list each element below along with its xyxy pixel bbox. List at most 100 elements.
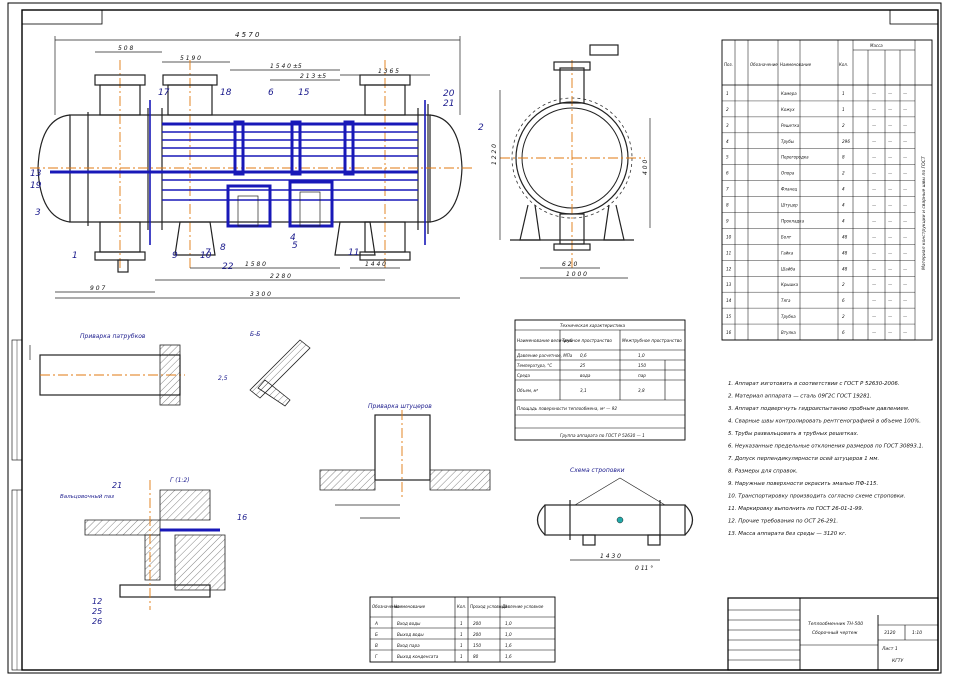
tech-spec-header-left: Наименование величины: [517, 338, 573, 343]
right-table-row-dash: —: [888, 218, 893, 223]
tech-spec-row-tube: 25: [580, 363, 586, 368]
side-dim: 4 0 0: [642, 160, 649, 175]
callout-11: 11: [348, 248, 359, 258]
right-table-row-dash: —: [872, 107, 877, 112]
nozzle-table-cell: Б: [375, 632, 378, 637]
nozzle-table-cell: 1,6: [505, 654, 512, 659]
detail-g-note: Вальцовочный паз: [60, 494, 114, 500]
nozzle-table-header: Давление условное: [501, 604, 544, 609]
callout-20: 20: [443, 89, 455, 99]
right-table-row-dash: —: [888, 123, 893, 128]
side-width: 1 0 0 0: [566, 271, 587, 278]
detail-nozzle-title: Приварка штуцеров: [368, 403, 432, 410]
tech-spec-row-shell: 1,0: [638, 353, 645, 358]
front-view: 4 5 7 0 5 0 8 5 1 9 0 1 5 4 0 ±5 2 1 3 ±…: [30, 31, 475, 299]
dim-bottom-c: 3 3 0 0: [250, 291, 271, 298]
right-table-row-qty: 1: [842, 107, 845, 112]
right-table-row-name: Трубка: [781, 314, 796, 319]
support-dim-b: 0 11 °: [635, 565, 653, 572]
detail-weld-title: Приварка патрубков: [80, 333, 146, 340]
nozzle-table-cell: 1,6: [505, 643, 512, 648]
dim-top-c: 1 5 4 0 ±5: [270, 63, 302, 70]
right-table-row-dash: —: [888, 139, 893, 144]
right-table-row-qty: 2: [842, 171, 845, 176]
nozzle-table-cell: 200: [473, 621, 481, 626]
right-table-row-qty: 4: [842, 187, 845, 192]
callout-25-detail: 25: [92, 607, 102, 616]
corner-stamp-right: [889, 9, 939, 25]
right-table-row-dash: —: [872, 123, 877, 128]
tech-spec-row-tube: 3,1: [580, 388, 587, 393]
right-table-row-pos: 15: [726, 314, 732, 319]
right-table-row-dash: —: [903, 203, 908, 208]
right-table-row-pos: 9: [726, 218, 729, 223]
rt-head-qty: Кол.: [839, 62, 848, 67]
nozzle-table-cell: Вход пара: [397, 643, 420, 648]
right-table-row-dash: —: [872, 314, 877, 319]
support-scheme: Схема строповки 1 4 3 0 0 11 °: [536, 467, 694, 572]
right-table-row-name: Кожух: [781, 107, 795, 112]
tech-spec-header-mid: Трубное пространство: [562, 338, 612, 343]
right-table-row-dash: —: [872, 203, 877, 208]
right-table-row-qty: 48: [842, 250, 848, 255]
right-table-row-dash: —: [888, 314, 893, 319]
tech-spec-row-label: Давление расчетное, МПа: [516, 353, 573, 358]
callout-8: 8: [220, 243, 226, 253]
tech-spec-note: Площадь поверхности теплообмена, м² — 92: [517, 406, 617, 411]
right-table-row-name: Шайба: [781, 266, 796, 271]
tech-spec-row-label: Температура, °С: [517, 363, 552, 368]
right-table-row-name: Втулка: [781, 330, 796, 335]
rt-head-pos: Поз.: [724, 62, 733, 67]
right-table-row-qty: 2: [842, 314, 845, 319]
tech-requirement-line: 7. Допуск перпендикулярности осей штуцер…: [728, 456, 879, 462]
right-table-row-qty: 6: [842, 330, 845, 335]
right-table-row-qty: 6: [842, 298, 845, 303]
tech-requirement-line: 13. Масса аппарата без среды — 3120 кг.: [728, 531, 847, 537]
callout-21-detail: 21: [112, 481, 122, 490]
right-table-row-name: Болт: [781, 234, 792, 239]
right-table-row-dash: —: [903, 107, 908, 112]
nozzle-table-cell: В: [375, 643, 378, 648]
nozzle-table-header: Обозначение: [372, 604, 400, 609]
callout-21: 21: [443, 99, 454, 109]
right-table-row-pos: 1: [726, 91, 729, 96]
tech-spec-title: Техническая характеристика: [560, 323, 626, 328]
nozzle-table-header: Кол.: [457, 604, 466, 609]
right-table-row-dash: —: [903, 314, 908, 319]
tech-requirements: 1. Аппарат изготовить в соответствии с Г…: [728, 381, 924, 537]
tech-requirement-line: 6. Неуказанные предельные отклонения раз…: [728, 444, 924, 450]
rt-vertical-note: Материал конструкции и сварные швы по ГО…: [921, 155, 927, 270]
support-scheme-title: Схема строповки: [570, 467, 625, 474]
nozzle-table-cell: Вход воды: [397, 621, 421, 626]
tech-requirement-line: 8. Размеры для справок.: [728, 469, 798, 475]
right-table-row-dash: —: [872, 218, 877, 223]
right-table-row-qty: 4: [842, 218, 845, 223]
tb-scale: 1:10: [912, 630, 922, 636]
tb-name: Теплообменник ТН-500: [808, 621, 863, 627]
nozzle-table-cell: Г: [375, 654, 378, 659]
right-table-row-qty: 4: [842, 203, 845, 208]
tech-spec-row-tube: 0,6: [580, 353, 587, 358]
detail-nozzle: Приварка штуцеров: [319, 403, 491, 519]
tech-requirement-line: 12. Прочие требования по ОСТ 26-291.: [728, 519, 838, 525]
right-table-row-dash: —: [888, 203, 893, 208]
callout-19: 19: [30, 181, 42, 191]
nozzle-table-cell: 1: [460, 621, 463, 626]
dim-bottom-a: 1 5 8 0: [245, 261, 266, 268]
right-table-row-dash: —: [903, 123, 908, 128]
right-table-row-dash: —: [888, 298, 893, 303]
right-table-row-pos: 13: [726, 282, 732, 287]
callout-3: 3: [35, 208, 41, 218]
right-table-row-pos: 10: [726, 234, 732, 239]
detail-g-label: Г (1:2): [170, 477, 190, 484]
tech-spec-row-label: Объем, м³: [517, 388, 538, 393]
tech-requirement-line: 5. Трубы развальцовать в трубных решетка…: [728, 431, 858, 437]
right-table-row-name: Гайка: [781, 250, 794, 255]
right-table-row-pos: 12: [726, 266, 732, 271]
tech-spec: Техническая характеристика Наименование …: [514, 319, 686, 441]
tech-requirement-line: 2. Материал аппарата — сталь 09Г2С ГОСТ …: [728, 394, 872, 400]
tb-sheet: Лист 1: [881, 646, 898, 652]
callout-26-detail: 26: [92, 617, 102, 626]
tech-requirement-line: 9. Наружные поверхности окрасить эмалью …: [728, 481, 878, 487]
callout-9: 9: [172, 251, 178, 261]
